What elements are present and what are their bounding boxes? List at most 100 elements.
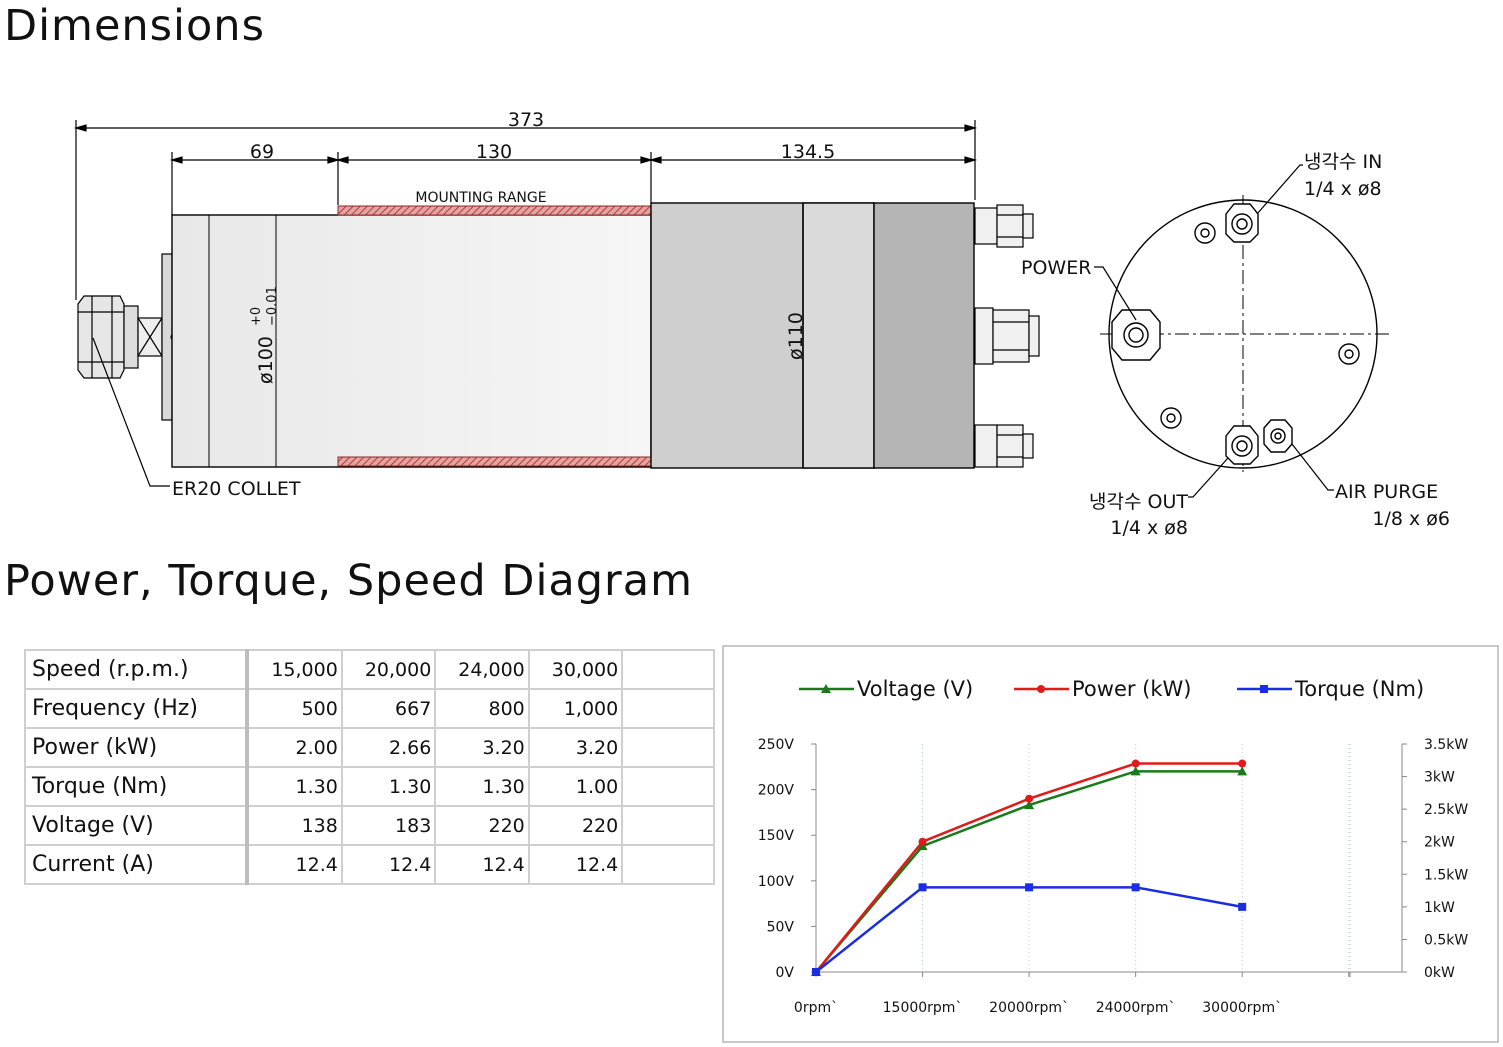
data-point: [1237, 766, 1248, 776]
y-left-tick-label: 250V: [758, 737, 795, 753]
table-cell: 2.00: [246, 727, 343, 768]
table-cell: [621, 766, 715, 807]
y-right-tick-label: 0.5kW: [1424, 932, 1468, 948]
y-right-tick-label: 2kW: [1424, 835, 1455, 851]
data-point: [918, 883, 927, 892]
svg-text:−0.01: −0.01: [265, 286, 280, 326]
collet-label: ER20 COLLET: [172, 478, 301, 500]
table-cell: 1.00: [527, 766, 624, 807]
coolant-out-label: 냉각수 OUT: [1089, 491, 1188, 513]
legend-label: Power (kW): [1072, 677, 1191, 701]
y-left-tick-label: 200V: [758, 783, 795, 799]
row-label: Speed (r.p.m.): [23, 649, 250, 690]
table-cell: 20,000: [340, 649, 437, 690]
power-torque-speed-chart: 0V50V100V150V200V250V0kW0.5kW1kW1.5kW2kW…: [758, 677, 1469, 1016]
coolant-in-label: 냉각수 IN: [1304, 151, 1382, 173]
legend-label: Torque (Nm): [1294, 677, 1424, 701]
row-label: Voltage (V): [23, 805, 250, 846]
bottom-fitting: [974, 424, 1034, 468]
spindle-body: [171, 214, 652, 468]
x-tick-label: 30000rpm`: [1202, 1000, 1282, 1016]
y-left-tick-label: 0V: [776, 965, 795, 981]
table-row: Power (kW) 2.00 2.66 3.20 3.20: [23, 727, 715, 768]
dimensions-heading: Dimensions: [4, 1, 265, 51]
table-cell: 800: [434, 688, 530, 729]
diagram-heading: Power, Torque, Speed Diagram: [4, 556, 693, 606]
table-cell: [621, 688, 715, 729]
table-cell: 1.30: [246, 766, 343, 807]
table-cell: 3.20: [527, 727, 624, 768]
table-cell: 12.4: [340, 844, 437, 885]
end-view: [1094, 164, 1392, 498]
x-tick-label: 15000rpm`: [883, 1000, 963, 1016]
row-label: Power (kW): [23, 727, 250, 768]
collet-nut: [77, 253, 178, 421]
table-cell: 1,000: [527, 688, 624, 729]
segment-1-label: 69: [250, 141, 274, 163]
middle-fitting: [974, 307, 1040, 365]
svg-text:ø100: ø100: [255, 336, 277, 384]
x-tick-label: 24000rpm`: [1096, 1000, 1176, 1016]
y-left-tick-label: 50V: [767, 919, 795, 935]
legend-marker: [1260, 685, 1268, 693]
table-cell: 12.4: [246, 844, 343, 885]
table-row: Voltage (V) 138 183 220 220: [23, 805, 715, 846]
coolant-out-size: 1/4 x ø8: [1110, 517, 1188, 539]
collet-leader: [92, 337, 170, 487]
row-label: Torque (Nm): [23, 766, 250, 807]
row-label: Frequency (Hz): [23, 688, 250, 729]
x-tick-label: 0rpm`: [794, 1000, 838, 1016]
data-point: [812, 968, 820, 976]
svg-text:+0: +0: [249, 307, 264, 326]
table-cell: 24,000: [434, 649, 530, 690]
air-purge-label: AIR PURGE: [1335, 481, 1438, 503]
spec-table: Speed (r.p.m.) 15,000 20,000 24,000 30,0…: [23, 649, 715, 885]
power-port-label: POWER: [1021, 257, 1091, 279]
y-right-tick-label: 3kW: [1424, 770, 1455, 786]
table-cell: 183: [340, 805, 437, 846]
overall-dimension: [73, 120, 978, 300]
data-point: [1131, 883, 1140, 892]
coolant-in-size: 1/4 x ø8: [1304, 178, 1382, 200]
table-cell: 3.20: [434, 727, 530, 768]
data-point: [918, 837, 927, 846]
x-tick-label: 20000rpm`: [989, 1000, 1069, 1016]
data-point: [1238, 759, 1247, 768]
table-row: Frequency (Hz) 500 667 800 1,000: [23, 688, 715, 729]
row-label: Current (A): [23, 844, 250, 885]
y-right-tick-label: 0kW: [1424, 965, 1455, 981]
dimension-drawing: 373 69 130 134.5 MOUNTING: [73, 109, 1450, 539]
table-cell: 15,000: [246, 649, 343, 690]
data-point: [1130, 766, 1141, 776]
table-cell: 1.30: [340, 766, 437, 807]
y-right-tick-label: 1.5kW: [1424, 867, 1468, 883]
table-cell: 2.66: [340, 727, 437, 768]
table-cell: 667: [340, 688, 437, 729]
top-fitting: [974, 204, 1034, 248]
table-cell: 12.4: [527, 844, 624, 885]
data-point: [1025, 883, 1034, 892]
data-point: [1131, 759, 1140, 768]
legend-marker: [1037, 685, 1045, 693]
overall-length-label: 373: [508, 109, 544, 131]
table-cell: 220: [434, 805, 530, 846]
table-cell: 30,000: [527, 649, 624, 690]
table-cell: [621, 844, 715, 885]
table-cell: 220: [527, 805, 624, 846]
body-diameter-label: ø100 +0 −0.01: [249, 286, 280, 384]
table-row: Speed (r.p.m.) 15,000 20,000 24,000 30,0…: [23, 649, 715, 690]
data-point: [1025, 794, 1034, 803]
legend-marker: [821, 684, 831, 693]
data-point: [1238, 902, 1247, 911]
segment-dimensions: [169, 152, 978, 215]
mounting-range-label: MOUNTING RANGE: [415, 190, 546, 206]
table-cell: 12.4: [434, 844, 530, 885]
table-cell: [621, 649, 715, 690]
legend-label: Voltage (V): [857, 677, 973, 701]
segment-3-label: 134.5: [781, 141, 835, 163]
segment-2-label: 130: [476, 141, 512, 163]
housing-diameter-label: ø110: [785, 312, 807, 360]
air-purge-size: 1/8 x ø6: [1372, 508, 1450, 530]
table-cell: [621, 805, 715, 846]
